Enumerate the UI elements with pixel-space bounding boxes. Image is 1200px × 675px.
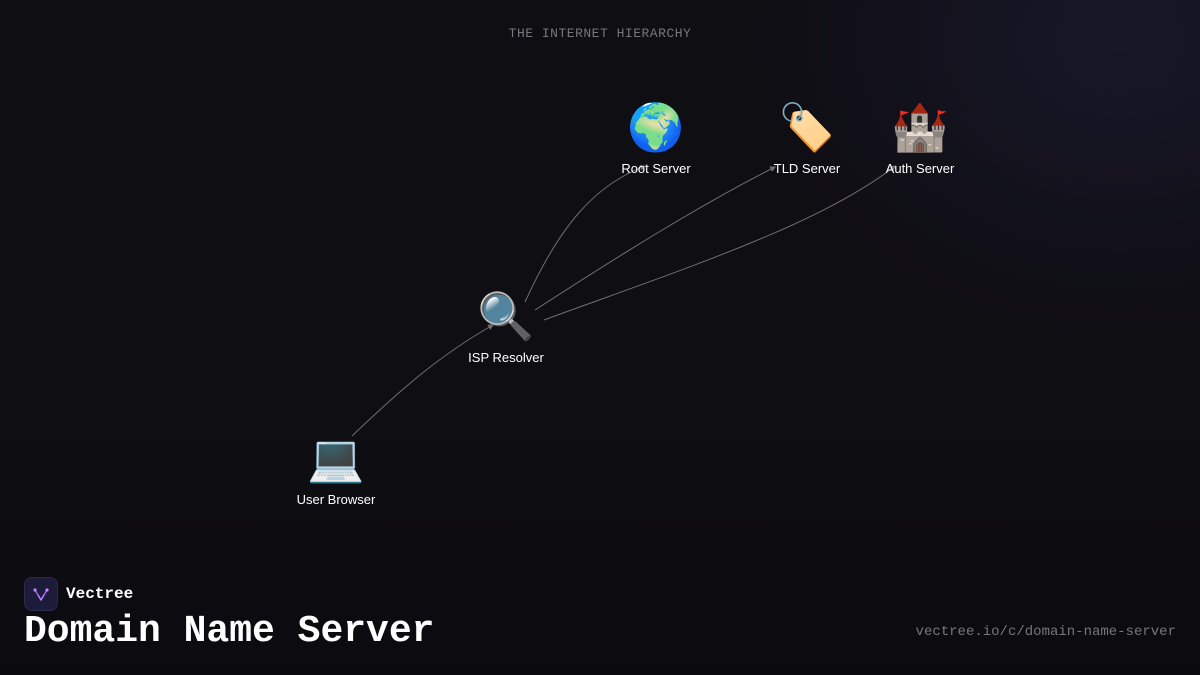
node-label: TLD Server [773, 161, 841, 176]
source-url: vectree.io/c/domain-name-server [915, 624, 1176, 640]
node-auth-server: 🏰 Auth Server [850, 99, 990, 176]
brand-name: Vectree [66, 585, 134, 603]
diagram-subtitle: THE INTERNET HIERARCHY [508, 26, 692, 41]
node-label: User Browser [296, 492, 376, 507]
castle-icon: 🏰 [891, 100, 949, 154]
vectree-logo-icon [24, 577, 58, 611]
node-label: Root Server [621, 161, 691, 176]
page-title: Domain Name Server [24, 610, 435, 653]
node-root-server: 🌍 Root Server [586, 99, 726, 176]
node-label: ISP Resolver [468, 350, 544, 365]
edge-resolver-to-root [524, 164, 647, 303]
edge-user-to-resolver [351, 324, 495, 437]
label-tag-icon: 🏷️ [778, 100, 836, 154]
brand: Vectree [24, 577, 133, 611]
node-tld-server: 🏷️ TLD Server [737, 99, 877, 176]
node-label: Auth Server [885, 161, 955, 176]
node-user-browser: 💻 User Browser [266, 430, 406, 507]
globe-icon: 🌍 [627, 100, 685, 154]
node-isp-resolver: 🔍 ISP Resolver [436, 288, 576, 365]
laptop-icon: 💻 [307, 431, 365, 485]
edge-resolver-to-auth [543, 165, 896, 321]
magnifying-glass-icon: 🔍 [477, 289, 535, 343]
edge-resolver-to-tld [534, 166, 777, 311]
